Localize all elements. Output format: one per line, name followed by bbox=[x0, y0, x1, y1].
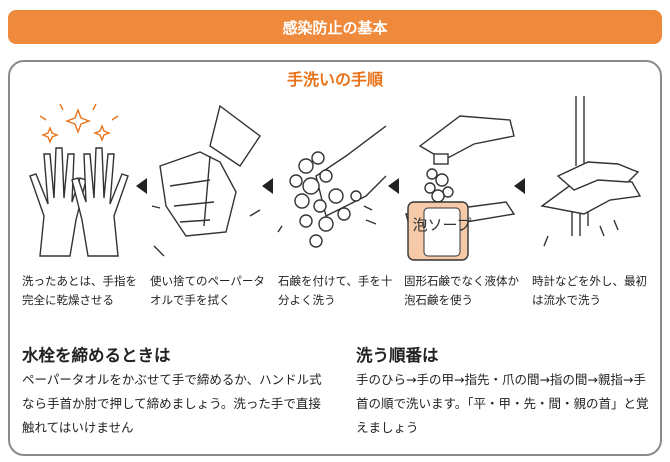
arrow-left-icon bbox=[262, 178, 273, 194]
paper-towel-hands-icon bbox=[151, 104, 261, 257]
order-heading: 洗う順番は bbox=[356, 346, 439, 365]
faucet-body: ペーパータオルをかぶせて手で締めるか、ハンドル式なら手首か肘で押して締めましょう… bbox=[22, 372, 322, 435]
step-caption: 石鹸を付けて、手を十分よく洗う bbox=[278, 274, 393, 307]
order-body: 手のひら→手の甲→指先・爪の間→指の間→親指→手首の順で洗います。「平・甲・先・… bbox=[356, 372, 649, 435]
hands-under-water-icon bbox=[540, 96, 642, 247]
step-caption: 使い捨てのペーパータオルで手を拭く bbox=[150, 274, 265, 307]
step-caption: 洗ったあとは、手指を完全に乾燥させる bbox=[22, 274, 137, 307]
section-title: 手洗いの手順 bbox=[286, 70, 383, 89]
header-banner: 感染防止の基本 bbox=[8, 10, 662, 44]
foam-soap-bottle-icon: 泡ソープ bbox=[405, 115, 516, 261]
soapy-hands-icon bbox=[277, 125, 387, 248]
faucet-heading: 水栓を締めるときは bbox=[22, 346, 171, 365]
arrow-left-icon bbox=[136, 178, 147, 194]
arrow-left-icon bbox=[514, 178, 525, 194]
step-caption: 時計などを外し、最初は流水で洗う bbox=[532, 274, 647, 307]
arrow-left-icon bbox=[388, 178, 399, 194]
step-caption: 固形石鹸でなく液体か泡石鹸を使う bbox=[404, 274, 519, 307]
content-panel bbox=[8, 60, 662, 456]
dry-hands-sparkle-icon bbox=[29, 103, 129, 257]
bottle-label: 泡ソープ bbox=[412, 216, 471, 234]
